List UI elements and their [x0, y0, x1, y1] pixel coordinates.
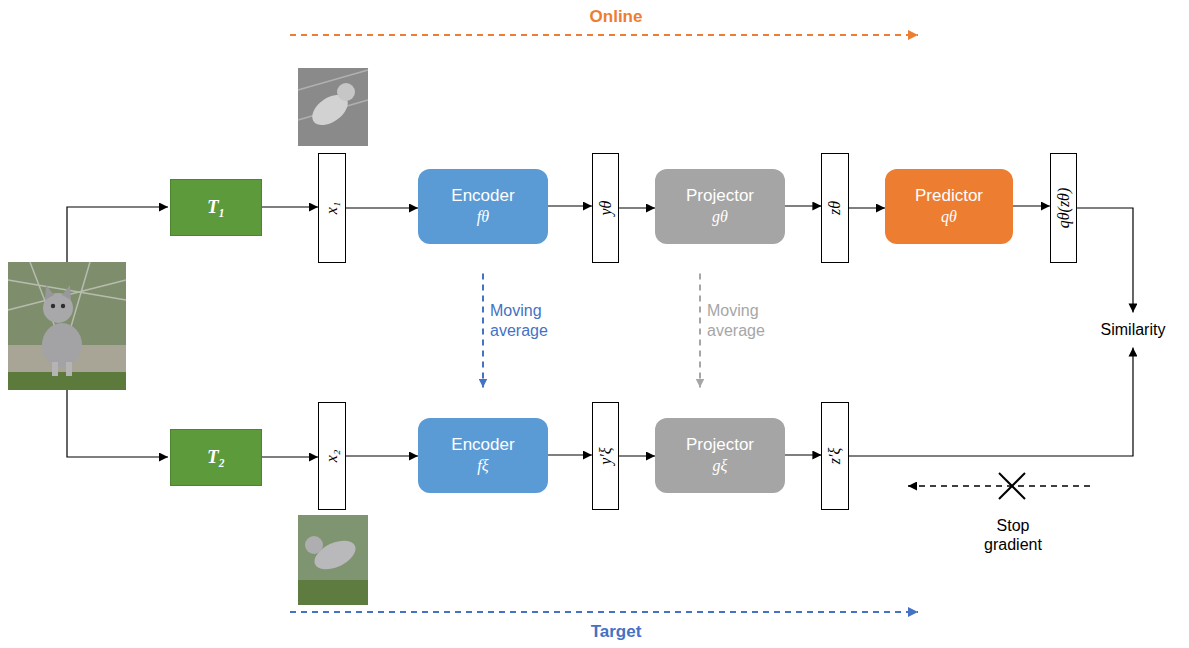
flow-arrow	[346, 207, 418, 208]
vector-name: x₂	[322, 450, 341, 463]
block-name: fξ	[477, 456, 488, 475]
encoder-block: Encoderfθ	[418, 169, 548, 244]
stream-title: Online	[590, 7, 643, 27]
flow-arrow	[849, 348, 1133, 456]
flow-arrow	[346, 455, 418, 456]
projector-block: Projectorgξ	[655, 418, 785, 493]
vector-name: z′ξ	[825, 448, 844, 465]
moving-average-arrow	[699, 274, 701, 388]
flow-arrow	[1013, 205, 1050, 206]
stop-gradient-arrow	[908, 485, 1090, 487]
block-name: Predictor	[915, 186, 983, 206]
block-name: fθ	[477, 207, 489, 226]
augmented-view-two	[298, 515, 368, 605]
vector-box: z′ξ	[821, 402, 848, 510]
vector-box: yθ	[592, 153, 619, 263]
photo-cat-leg	[52, 362, 58, 376]
block-name: Projector	[686, 435, 754, 455]
edge-label: Moving average	[490, 301, 590, 339]
transform-name: T₁	[207, 196, 225, 219]
flow-arrow	[785, 205, 821, 206]
vector-box: x₁	[318, 153, 346, 263]
online-arrow	[290, 34, 918, 36]
transform-name: T₂	[207, 446, 225, 469]
vector-name: zθ	[825, 201, 844, 215]
input-wire	[67, 207, 168, 262]
vector-name: qθ(zθ)	[1054, 188, 1073, 229]
flow-arrow	[262, 456, 318, 457]
flow-arrow	[548, 454, 592, 455]
view-background	[298, 68, 368, 146]
stream-title: Target	[591, 622, 642, 642]
flow-arrow	[619, 207, 655, 208]
vector-box: zθ	[821, 153, 848, 263]
block-name: gθ	[712, 207, 728, 226]
photo-cat-leg	[66, 362, 72, 376]
augmented-view-one	[298, 68, 368, 146]
flow-arrow	[1077, 208, 1133, 312]
block-name: Encoder	[451, 435, 514, 455]
stop-cross	[999, 473, 1025, 499]
photo-cat-eye	[51, 304, 55, 308]
projector-block: Projectorgθ	[655, 169, 785, 244]
input-wire	[67, 390, 168, 457]
encoder-block: Encoderfξ	[418, 418, 548, 493]
vector-name: x₁	[322, 202, 341, 215]
edge-label: Moving average	[707, 301, 807, 339]
flow-arrow	[849, 207, 885, 208]
predictor-block: Predictorqθ	[885, 169, 1013, 244]
view-grass	[298, 580, 368, 605]
transform-box: T₁	[170, 179, 262, 236]
block-name: Encoder	[451, 186, 514, 206]
cat-photo	[8, 262, 126, 390]
flow-arrow	[619, 455, 655, 456]
photo-cat-body	[42, 323, 82, 367]
stop-gradient-note: Stop gradient	[968, 516, 1058, 554]
view-background	[298, 515, 368, 605]
view-cat-head	[337, 83, 355, 101]
photo-cat-eye	[61, 304, 65, 308]
flow-arrow	[785, 454, 821, 455]
photo-background	[8, 262, 126, 390]
flow-arrow	[548, 205, 592, 206]
transform-box: T₂	[170, 429, 262, 486]
moving-average-arrow	[482, 274, 484, 388]
block-name: qθ	[941, 207, 957, 226]
similarity-text: Similarity	[1101, 320, 1166, 339]
photo-cat-ears	[45, 285, 71, 300]
block-name: Projector	[686, 186, 754, 206]
similarity-node: Similarity	[1089, 312, 1178, 347]
target-arrow	[290, 611, 918, 613]
block-name: gξ	[713, 456, 728, 475]
vector-name: yθ	[596, 201, 615, 216]
view-cat-head	[305, 536, 323, 554]
vector-box: x₂	[318, 402, 346, 510]
vector-name: y′ξ	[596, 447, 615, 464]
vector-box: qθ(zθ)	[1050, 153, 1077, 263]
vector-box: y′ξ	[592, 402, 619, 510]
flow-arrow	[262, 206, 318, 207]
stop-cross	[999, 473, 1025, 499]
